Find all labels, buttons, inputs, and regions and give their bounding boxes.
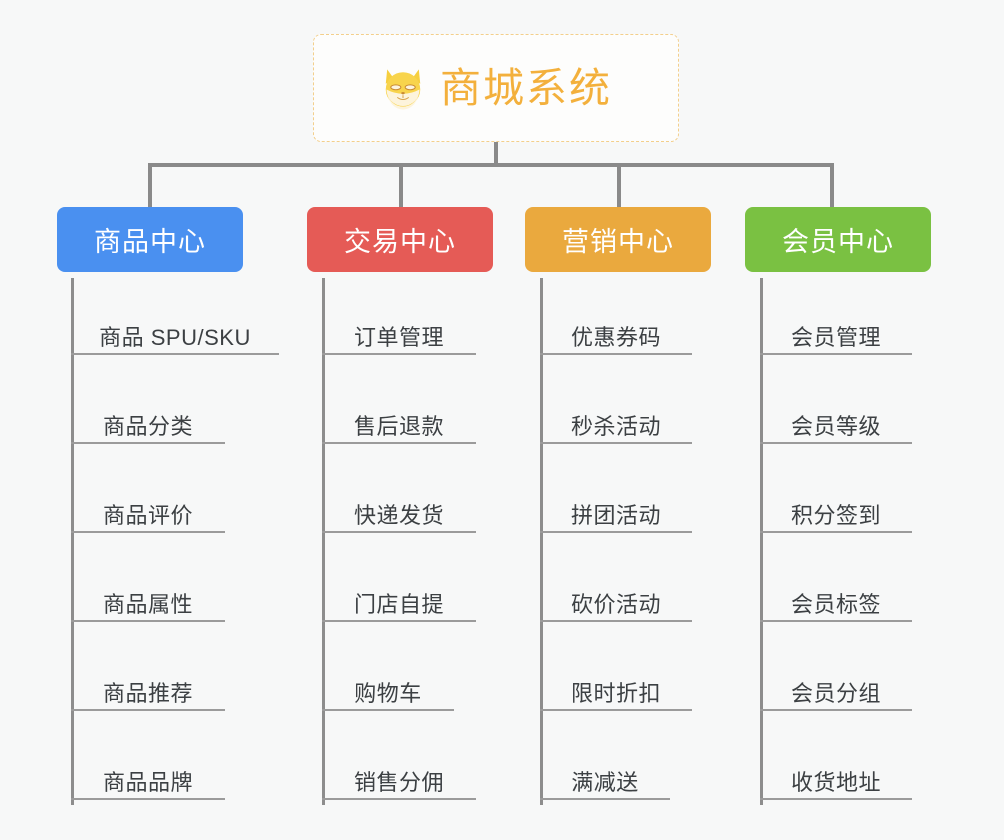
leaf-item-label: 门店自提 xyxy=(353,591,444,617)
leaf-item[interactable]: 会员等级 xyxy=(760,400,912,444)
leaf-item-label: 购物车 xyxy=(354,680,422,706)
connector-drop-1 xyxy=(148,163,152,209)
leaf-item[interactable]: 商品品牌 xyxy=(71,756,225,800)
leaf-item[interactable]: 砍价活动 xyxy=(540,578,692,622)
leaf-item-label: 会员管理 xyxy=(790,324,881,350)
leaf-item-label: 商品分类 xyxy=(102,413,193,439)
leaf-item[interactable]: 商品分类 xyxy=(71,400,225,444)
leaf-item-label: 优惠券码 xyxy=(570,324,661,350)
root-title: 商城系统 xyxy=(440,64,612,111)
leaf-item-label: 会员等级 xyxy=(790,413,881,439)
leaf-item[interactable]: 满减送 xyxy=(540,756,670,800)
leaf-item[interactable]: 门店自提 xyxy=(322,578,476,622)
leaf-item-label: 积分签到 xyxy=(790,502,881,528)
leaf-item-label: 商品 SPU/SKU xyxy=(99,324,251,350)
column-spine-3 xyxy=(540,278,543,805)
leaf-item[interactable]: 销售分佣 xyxy=(322,756,476,800)
leaf-item[interactable]: 拼团活动 xyxy=(540,489,692,533)
column-spine-1 xyxy=(71,278,74,805)
leaf-item-label: 限时折扣 xyxy=(570,680,661,706)
leaf-item[interactable]: 收货地址 xyxy=(760,756,912,800)
leaf-item-label: 售后退款 xyxy=(353,413,444,439)
leaf-item[interactable]: 订单管理 xyxy=(322,311,476,355)
leaf-item[interactable]: 优惠券码 xyxy=(540,311,692,355)
leaf-item-label: 商品属性 xyxy=(102,591,193,617)
leaf-item[interactable]: 购物车 xyxy=(322,667,454,711)
leaf-item-label: 砍价活动 xyxy=(570,591,661,617)
leaf-item[interactable]: 快递发货 xyxy=(322,489,476,533)
leaf-item-label: 拼团活动 xyxy=(570,502,661,528)
leaf-item-label: 商品品牌 xyxy=(102,769,193,795)
leaf-item-label: 订单管理 xyxy=(353,324,444,350)
category-title-3: 营销中心 xyxy=(562,227,674,257)
connector-drop-3 xyxy=(617,163,621,209)
leaf-item[interactable]: 商品 SPU/SKU xyxy=(71,311,279,355)
category-title-4: 会员中心 xyxy=(782,227,894,257)
connector-drop-4 xyxy=(830,163,834,209)
leaf-item[interactable]: 限时折扣 xyxy=(540,667,692,711)
category-box-1[interactable]: 商品中心 xyxy=(57,207,243,272)
leaf-item[interactable]: 积分签到 xyxy=(760,489,912,533)
leaf-item[interactable]: 会员管理 xyxy=(760,311,912,355)
leaf-item[interactable]: 秒杀活动 xyxy=(540,400,692,444)
leaf-item[interactable]: 售后退款 xyxy=(322,400,476,444)
category-box-4[interactable]: 会员中心 xyxy=(745,207,931,272)
shiba-dog-icon xyxy=(385,69,421,110)
category-title-1: 商品中心 xyxy=(94,227,206,257)
leaf-item-label: 快递发货 xyxy=(353,502,444,528)
leaf-item[interactable]: 会员分组 xyxy=(760,667,912,711)
leaf-item-label: 秒杀活动 xyxy=(570,413,661,439)
column-spine-2 xyxy=(322,278,325,805)
column-spine-4 xyxy=(760,278,763,805)
root-node[interactable]: 商城系统 xyxy=(313,34,679,142)
category-box-2[interactable]: 交易中心 xyxy=(307,207,493,272)
leaf-item[interactable]: 商品属性 xyxy=(71,578,225,622)
leaf-item-label: 商品评价 xyxy=(102,502,193,528)
leaf-item[interactable]: 会员标签 xyxy=(760,578,912,622)
leaf-item-label: 商品推荐 xyxy=(102,680,193,706)
category-box-3[interactable]: 营销中心 xyxy=(525,207,711,272)
leaf-item-label: 收货地址 xyxy=(790,769,881,795)
leaf-item-label: 满减送 xyxy=(571,769,639,795)
connector-drop-2 xyxy=(399,163,403,209)
leaf-item-label: 销售分佣 xyxy=(353,769,444,795)
leaf-item[interactable]: 商品评价 xyxy=(71,489,225,533)
category-title-2: 交易中心 xyxy=(344,227,456,257)
leaf-item[interactable]: 商品推荐 xyxy=(71,667,225,711)
leaf-item-label: 会员标签 xyxy=(790,591,881,617)
leaf-item-label: 会员分组 xyxy=(790,680,881,706)
connector-horizontal-bus xyxy=(148,163,834,167)
connector-root-stem xyxy=(494,142,498,165)
